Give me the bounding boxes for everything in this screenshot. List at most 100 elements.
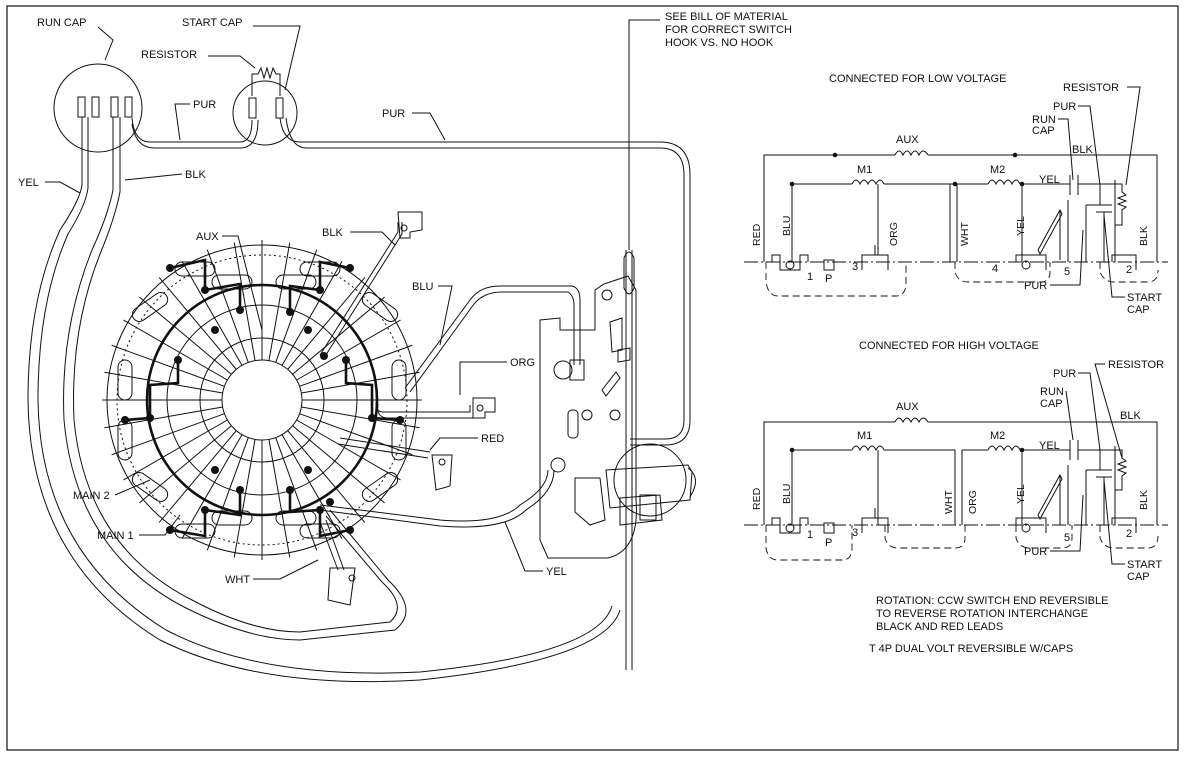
winding-connection-dot — [342, 356, 350, 364]
stator-slot-line — [275, 249, 318, 363]
svg-text:WHT: WHT — [959, 222, 971, 246]
drawing-border — [6, 5, 1179, 751]
winding-connection-dot — [396, 416, 404, 424]
label-pur-top: PUR — [193, 99, 216, 111]
label-blu: BLU — [412, 281, 433, 293]
hv-title: CONNECTED FOR HIGH VOLTAGE — [859, 340, 1039, 352]
svg-text:3: 3 — [852, 261, 858, 273]
stator-slot-line — [206, 437, 249, 551]
stator-slot-line — [268, 242, 291, 361]
winding-connection-dot — [201, 286, 209, 294]
svg-text:5: 5 — [1064, 532, 1070, 544]
winding-connection-dot — [368, 414, 376, 422]
svg-text:RESISTOR: RESISTOR — [1063, 82, 1119, 94]
svg-text:PUR: PUR — [1024, 546, 1047, 558]
winding-connection-dot — [316, 286, 324, 294]
svg-text:AUX: AUX — [896, 401, 919, 413]
svg-text:CAP: CAP — [1127, 304, 1150, 316]
svg-text:YEL: YEL — [1039, 440, 1060, 452]
winding-connection-dot — [174, 356, 182, 364]
svg-text:ORG: ORG — [967, 490, 979, 514]
winding-connection-dot — [201, 506, 209, 514]
label-blk-mid: BLK — [322, 227, 343, 239]
svg-text:AUX: AUX — [896, 134, 919, 146]
winding-connection-dot — [286, 486, 294, 494]
stator-slot-line — [123, 419, 228, 481]
label-red: RED — [481, 433, 504, 445]
winding-connection-dot — [286, 308, 294, 316]
winding-connection-dot — [326, 498, 334, 506]
stator-slot-line — [233, 439, 256, 558]
stator-slot-line — [292, 425, 385, 504]
label-blk-left: BLK — [185, 169, 206, 181]
model-description: T 4P DUAL VOLT REVERSIBLE W/CAPS — [869, 643, 1073, 655]
stator-slot-line — [299, 413, 413, 456]
svg-text:CAP: CAP — [1127, 571, 1150, 583]
svg-text:PUR: PUR — [1053, 101, 1076, 113]
svg-text:1: 1 — [807, 529, 813, 541]
stator-slot-line — [139, 425, 232, 504]
stator-slot-line — [268, 439, 291, 558]
stator-slot-line — [158, 277, 237, 370]
svg-text:2: 2 — [1126, 528, 1132, 540]
lv-title: CONNECTED FOR LOW VOLTAGE — [829, 73, 1006, 85]
stator-slot-line — [206, 249, 249, 363]
resistor-symbol — [251, 66, 281, 96]
winding-connection-dot — [346, 526, 354, 534]
winding-connection-dot — [211, 466, 219, 474]
svg-text:RUN: RUN — [1032, 114, 1056, 126]
svg-text:BLU: BLU — [781, 484, 793, 504]
stator-slot-line — [287, 277, 366, 370]
stator-slot-line — [301, 371, 420, 394]
stator-slot-line — [287, 430, 366, 523]
stator-slot-line — [111, 413, 225, 456]
svg-text:RED: RED — [751, 223, 763, 246]
label-pur-long: PUR — [382, 108, 405, 120]
svg-text:START: START — [1127, 559, 1162, 571]
lead-connectors — [327, 211, 496, 606]
svg-text:BLK: BLK — [1138, 226, 1150, 246]
rotation-line-2: TO REVERSE ROTATION INTERCHANGE — [876, 608, 1088, 620]
start-capacitor — [232, 80, 298, 146]
svg-text:2: 2 — [1126, 264, 1132, 276]
svg-text:ORG: ORG — [888, 222, 900, 246]
svg-text:M2: M2 — [990, 430, 1005, 442]
stator-slot-line — [104, 406, 223, 429]
motor-drawing — [27, 19, 696, 683]
winding-connection-dot — [121, 416, 129, 424]
stator-slot-line — [139, 296, 232, 375]
winding-connection-dot — [236, 486, 244, 494]
stator-slot-line — [111, 344, 225, 387]
note-line-1: SEE BILL OF MATERIAL — [665, 11, 788, 23]
svg-text:P: P — [825, 537, 832, 549]
svg-text:PUR: PUR — [1053, 368, 1076, 380]
svg-text:1: 1 — [807, 271, 813, 283]
low-voltage-schematic: CONNECTED FOR LOW VOLTAGE AUX M1 M2 — [744, 73, 1168, 316]
high-voltage-schematic: CONNECTED FOR HIGH VOLTAGE AUX M1 M2 — [744, 340, 1168, 583]
stator-slot-line — [158, 430, 237, 523]
svg-text:5: 5 — [1064, 266, 1070, 278]
svg-text:BLU: BLU — [781, 216, 793, 236]
svg-text:4: 4 — [992, 263, 998, 275]
svg-text:M1: M1 — [857, 164, 872, 176]
stator-slot-line — [181, 261, 243, 366]
svg-text:WHT: WHT — [943, 490, 955, 514]
stator-slot-line — [123, 319, 228, 381]
svg-text:RED: RED — [751, 487, 763, 510]
svg-text:BLK: BLK — [1120, 410, 1141, 422]
stator-slot-line — [233, 242, 256, 361]
svg-text:YEL: YEL — [1015, 216, 1027, 236]
stator-slot-line — [275, 437, 318, 551]
winding-connection-dot — [211, 326, 219, 334]
label-resistor: RESISTOR — [141, 49, 197, 61]
winding-connection-dot — [236, 306, 244, 314]
label-run-cap: RUN CAP — [37, 17, 87, 29]
stator-slot-line — [301, 406, 420, 429]
stator-slot-line — [296, 419, 401, 481]
stator-slot-line — [296, 319, 401, 381]
svg-text:CAP: CAP — [1032, 125, 1055, 137]
winding-connection-dot — [346, 264, 354, 272]
label-org: ORG — [510, 357, 535, 369]
stator-slot-line — [281, 434, 343, 539]
